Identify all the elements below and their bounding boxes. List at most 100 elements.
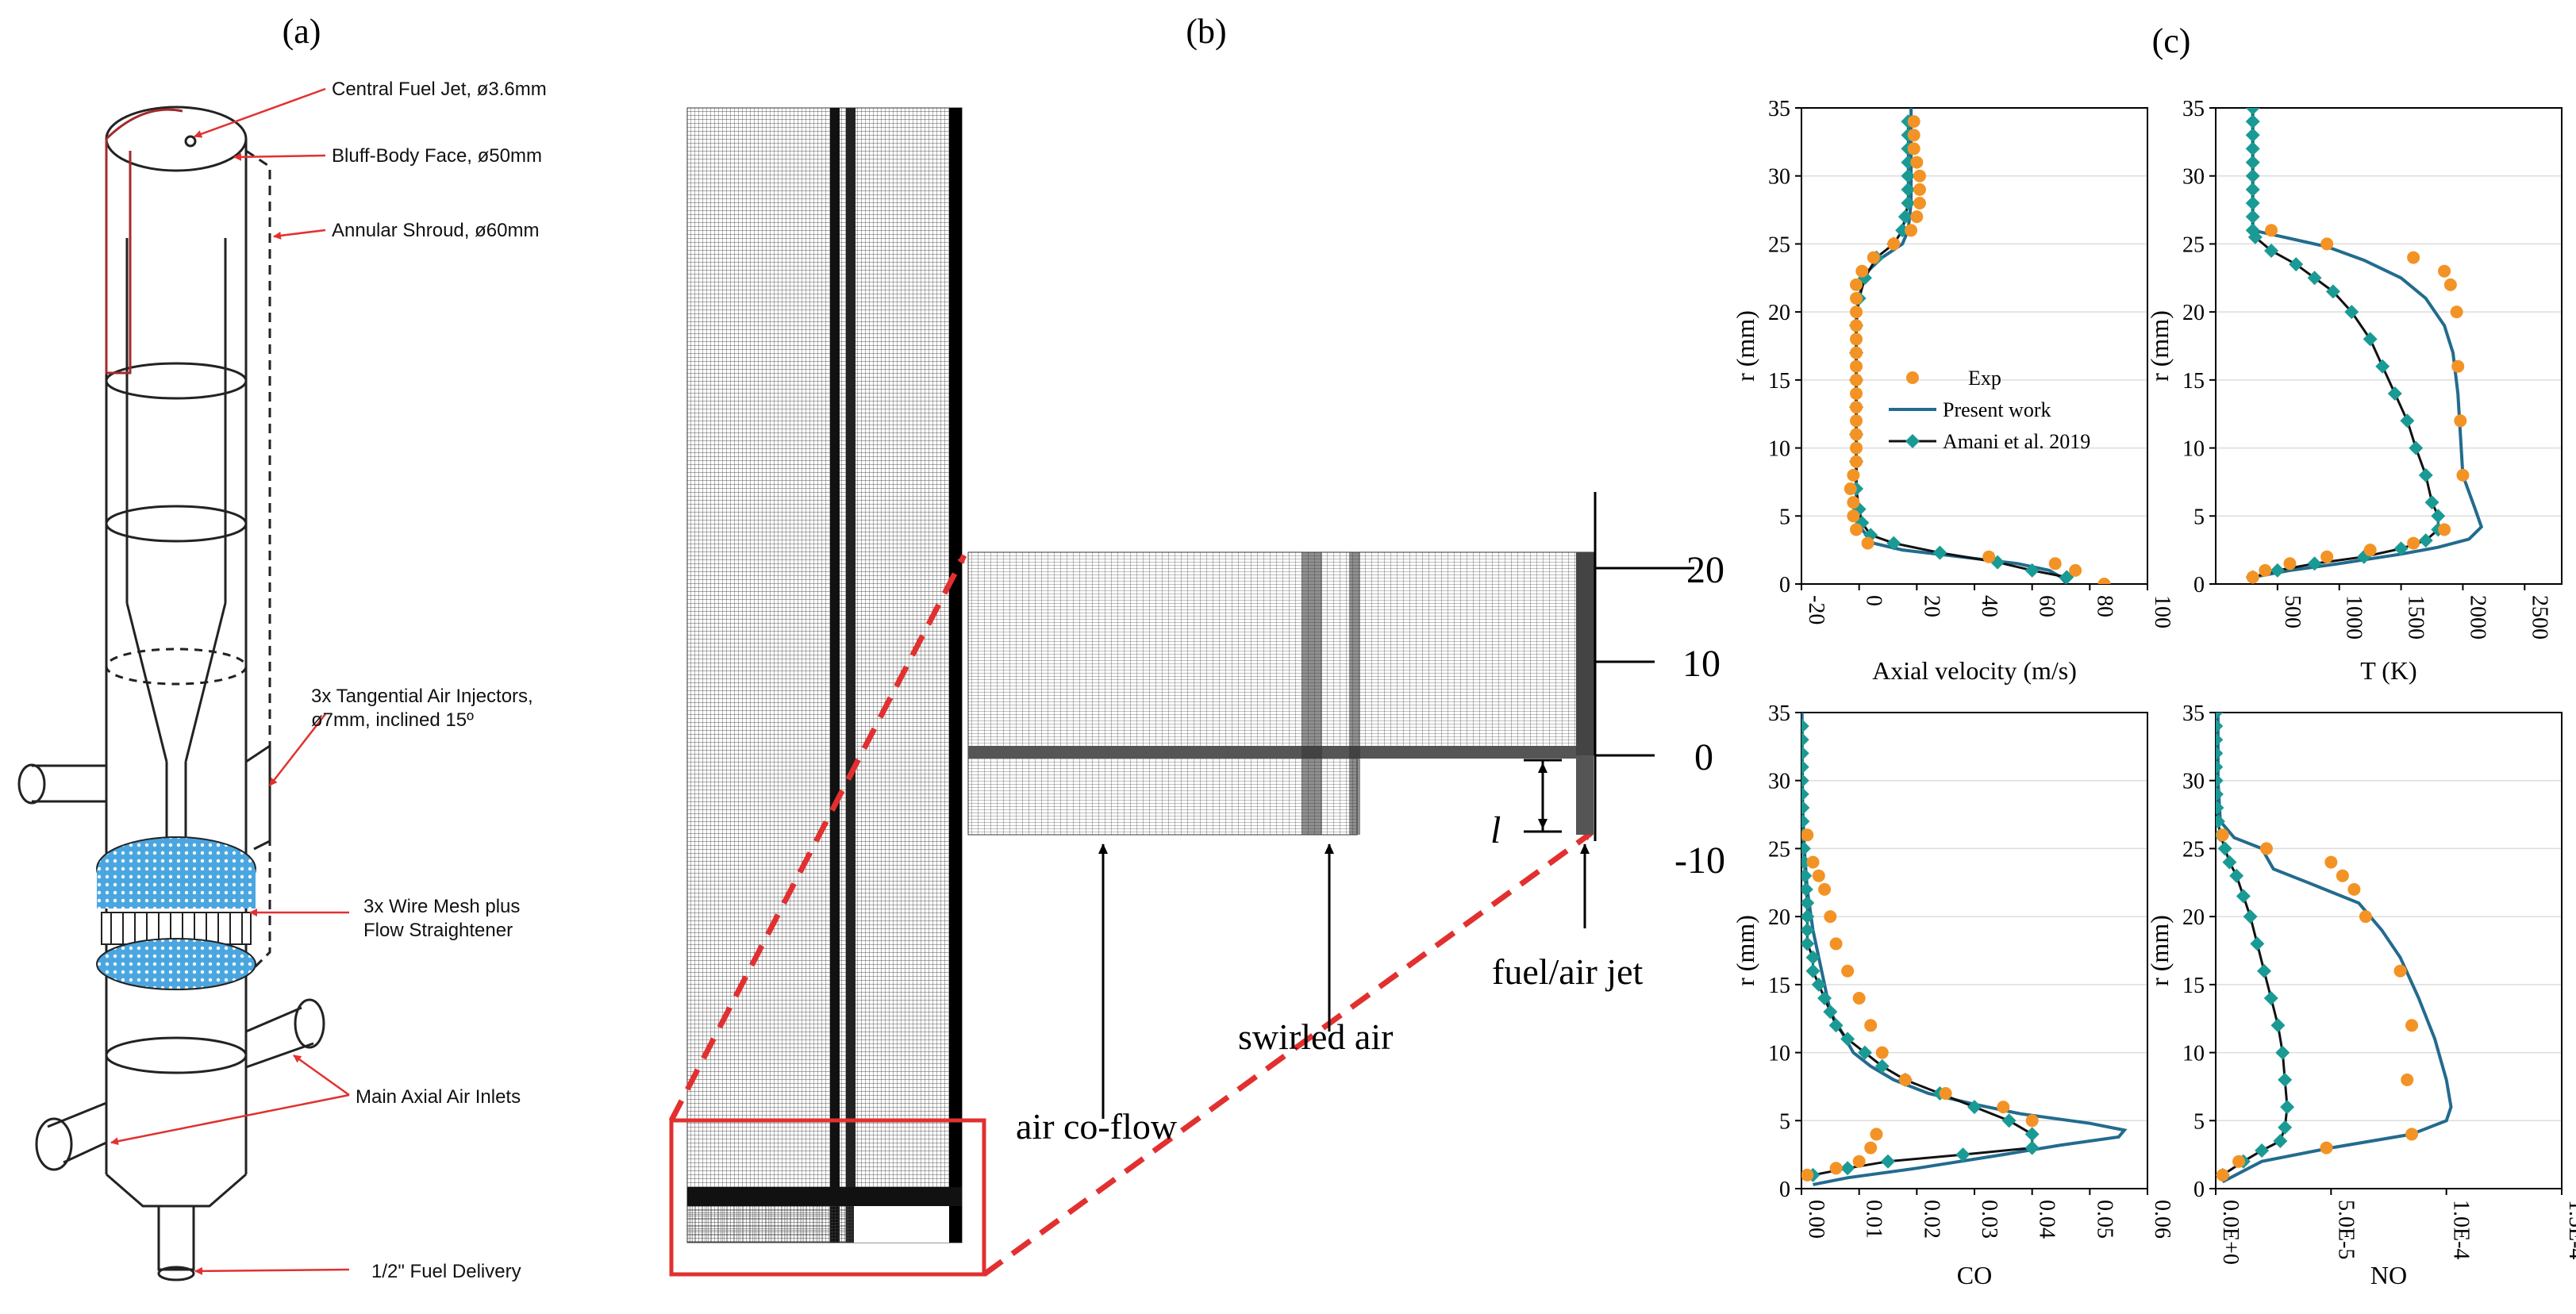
amani-point bbox=[2216, 719, 2224, 734]
x-axis-label: Axial velocity (m/s) bbox=[1872, 656, 2077, 685]
x-tick-label: 0 bbox=[1862, 595, 1886, 606]
exp-point bbox=[1850, 292, 1863, 305]
y-tick-label: 15 bbox=[1768, 974, 1790, 998]
amani-point bbox=[2245, 196, 2260, 210]
exp-point bbox=[1982, 550, 1996, 563]
exp-point bbox=[2259, 563, 2272, 577]
axis-label-0: 0 bbox=[1694, 736, 1713, 778]
zoomed-mesh bbox=[967, 492, 1597, 841]
exp-point bbox=[2443, 278, 2457, 291]
panel-b-mesh: (b) 20 10 0 bbox=[668, 12, 1725, 1277]
exp-point bbox=[1829, 1162, 1843, 1175]
legend-exp-marker bbox=[1906, 371, 1919, 384]
exp-point bbox=[1913, 182, 1926, 196]
plot-frame bbox=[2215, 107, 2563, 585]
x-tick-label: 500 bbox=[2280, 595, 2305, 628]
callout-tangential-injectors-1: 3x Tangential Air Injectors, bbox=[311, 686, 533, 707]
exp-point bbox=[1850, 305, 1863, 319]
amani-point bbox=[1801, 841, 1811, 856]
full-domain-mesh bbox=[686, 107, 963, 1243]
label-swirled-air: swirled air bbox=[1238, 1016, 1393, 1057]
exp-point bbox=[1850, 401, 1863, 414]
exp-point bbox=[2320, 237, 2334, 251]
amani-point bbox=[2216, 746, 2224, 761]
amani-point bbox=[2387, 386, 2402, 401]
amani-point bbox=[2278, 1072, 2293, 1087]
amani-point bbox=[1801, 868, 1813, 883]
amani-point bbox=[2024, 1127, 2040, 1142]
exp-point bbox=[1801, 1168, 1814, 1181]
exp-point bbox=[2048, 557, 2062, 571]
exp-point bbox=[2265, 224, 2278, 237]
amani-point bbox=[2418, 467, 2433, 482]
amani-point bbox=[1801, 801, 1810, 815]
amani-point bbox=[1805, 963, 1821, 978]
legend-present-label: Present work bbox=[1943, 398, 2051, 421]
exp-point bbox=[2324, 855, 2338, 869]
callout-bluff-body-face: Bluff-Body Face, ø50mm bbox=[332, 145, 542, 167]
amani-point bbox=[2059, 570, 2074, 584]
exp-point bbox=[1812, 869, 1825, 882]
amani-point bbox=[1840, 1032, 1855, 1047]
callout-wire-mesh-2: Flow Straightener bbox=[363, 920, 513, 941]
y-tick-label: 20 bbox=[2182, 301, 2205, 325]
exp-point bbox=[1875, 1046, 1889, 1059]
exp-point bbox=[1997, 1101, 2010, 1114]
shroud-red-edge bbox=[105, 139, 132, 375]
exp-point bbox=[1913, 197, 1926, 209]
x-tick-label: 0.0E+0 bbox=[2218, 1200, 2243, 1265]
exp-point bbox=[1907, 115, 1920, 129]
exp-point bbox=[2246, 571, 2259, 584]
exp-point bbox=[1850, 441, 1863, 455]
exp-point bbox=[2216, 828, 2229, 842]
exp-point bbox=[2454, 414, 2467, 428]
amani-point bbox=[1801, 719, 1809, 734]
exp-point bbox=[2320, 550, 2334, 563]
exp-point bbox=[2450, 305, 2463, 319]
exp-point bbox=[2407, 251, 2420, 264]
exp-point bbox=[2069, 563, 2082, 577]
amani-point bbox=[2216, 732, 2224, 747]
exp-point bbox=[1850, 387, 1863, 400]
x-tick-label: 20 bbox=[1919, 595, 1944, 617]
y-axis-label: r (mm) bbox=[2145, 310, 2174, 382]
amani-point bbox=[1801, 909, 1815, 924]
amani-point bbox=[2307, 271, 2322, 286]
exp-point bbox=[1841, 964, 1855, 978]
amani-point bbox=[2400, 413, 2415, 428]
exp-point bbox=[1852, 1155, 1866, 1168]
legend-amani-marker bbox=[1905, 434, 1920, 448]
exp-point bbox=[2438, 523, 2451, 536]
plot-area bbox=[1844, 108, 2111, 584]
radial-axis-labels: 20 10 0 -10 bbox=[1674, 549, 1725, 882]
exp-point bbox=[1867, 251, 1880, 264]
exp-point bbox=[1939, 1087, 1952, 1100]
amani-point bbox=[1801, 786, 1809, 801]
series-amani-line bbox=[1855, 121, 2067, 578]
x-tick-label: 80 bbox=[2092, 595, 2117, 617]
x-axis-label: NO bbox=[2370, 1261, 2407, 1289]
exp-point bbox=[2232, 1155, 2246, 1168]
legend-exp-label: Exp bbox=[1968, 367, 2001, 390]
y-tick-label: 25 bbox=[1768, 837, 1790, 862]
burner-body bbox=[17, 106, 325, 1281]
y-axis-label: r (mm) bbox=[2145, 915, 2174, 986]
y-tick-label: 10 bbox=[2182, 1042, 2205, 1066]
amani-point bbox=[2245, 182, 2260, 197]
exp-point bbox=[1801, 828, 1814, 842]
exp-point bbox=[1898, 1073, 1912, 1086]
callout-main-axial-inlets: Main Axial Air Inlets bbox=[356, 1086, 521, 1108]
exp-point bbox=[1907, 142, 1920, 156]
y-tick-label: 15 bbox=[2182, 369, 2205, 394]
exp-point bbox=[1850, 455, 1863, 468]
y-tick-label: 35 bbox=[1768, 701, 1790, 726]
amani-point bbox=[2216, 786, 2224, 801]
callout-fuel-delivery: 1/2" Fuel Delivery bbox=[371, 1261, 521, 1282]
y-tick-label: 5 bbox=[1779, 1109, 1790, 1134]
zoom-line-bottom bbox=[982, 831, 1594, 1277]
amani-point bbox=[2216, 801, 2224, 815]
callout-wire-mesh-1: 3x Wire Mesh plus bbox=[363, 896, 520, 917]
axis-label-10: 10 bbox=[1682, 643, 1721, 685]
